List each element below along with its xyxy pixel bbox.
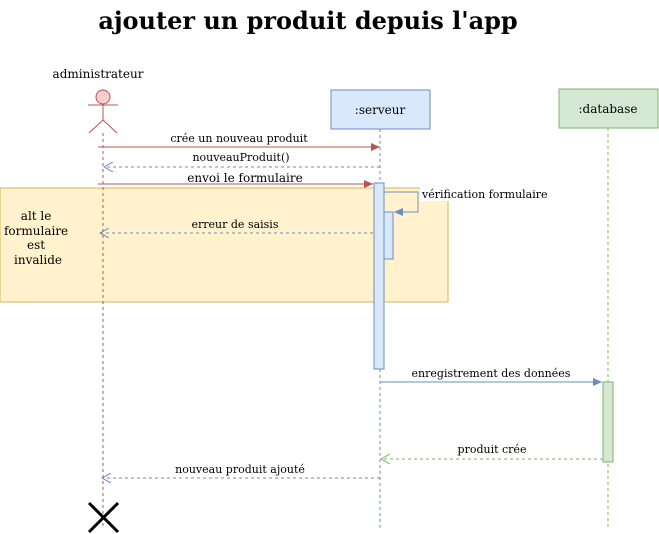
actor-label: administrateur bbox=[53, 67, 144, 81]
server-participant-label: :serveur bbox=[355, 103, 406, 117]
create-product-label: crée un nouveau produit bbox=[170, 132, 308, 145]
product-added-label: nouveau produit ajouté bbox=[175, 463, 305, 476]
destroy-x-icon bbox=[87, 501, 120, 534]
new-product-call-label: nouveauProduit() bbox=[192, 151, 289, 164]
alt-fragment bbox=[0, 187, 449, 303]
send-form-label: envoi le formulaire bbox=[187, 171, 302, 185]
alt-condition-label: alt le formulaire est invalide bbox=[4, 209, 72, 267]
database-participant-label: :database bbox=[579, 102, 638, 116]
form-check-label: vérification formulaire bbox=[421, 188, 548, 201]
product-created-label: produit crée bbox=[458, 443, 527, 456]
server-nested-activation-bar bbox=[383, 211, 394, 260]
form-check-self-arrow bbox=[384, 191, 419, 216]
database-activation-bar bbox=[602, 381, 614, 463]
diagram-title: ajouter un produit depuis l'app bbox=[98, 6, 517, 35]
server-participant-box bbox=[330, 89, 431, 130]
actor-stick-figure-icon bbox=[88, 89, 118, 134]
form-check-label-background bbox=[420, 186, 548, 201]
database-participant-box bbox=[558, 88, 659, 129]
save-data-label: enregistrement des données bbox=[412, 367, 571, 380]
server-activation-bar bbox=[373, 182, 385, 370]
input-error-label: erreur de saisis bbox=[192, 218, 279, 231]
